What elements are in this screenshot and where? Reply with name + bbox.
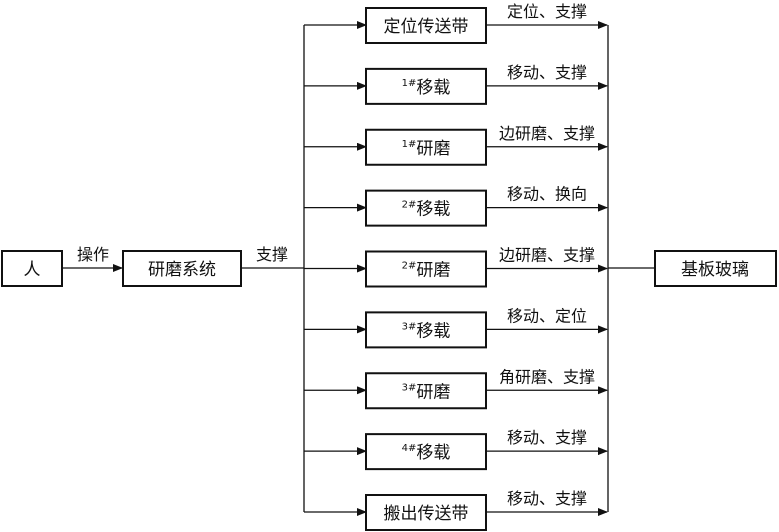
- component-row: 1#移载 移动、支撑: [304, 63, 608, 105]
- component-label: 3#研磨: [402, 382, 451, 402]
- component-row: 定位传送带 定位、支撑: [304, 2, 608, 44]
- component-function-label: 移动、支撑: [507, 489, 587, 508]
- component-name: 移载: [416, 321, 450, 341]
- component-number: 4#: [402, 443, 417, 454]
- component-function-label: 边研磨、支撑: [499, 124, 595, 143]
- component-label: 1#移载: [402, 78, 451, 98]
- component-label: 4#移载: [402, 443, 451, 463]
- system-label: 研磨系统: [148, 260, 216, 280]
- component-name: 定位传送带: [384, 17, 469, 37]
- component-number: 3#: [402, 321, 417, 332]
- component-row: 2#移载 移动、换向: [304, 185, 608, 227]
- component-label: 2#移载: [402, 200, 451, 220]
- component-function-label: 移动、支撑: [507, 428, 587, 447]
- component-label: 搬出传送带: [384, 504, 469, 524]
- component-function-label: 移动、支撑: [507, 63, 587, 82]
- component-name: 研磨: [416, 261, 450, 281]
- component-name: 研磨: [416, 382, 450, 402]
- component-function-label: 定位、支撑: [507, 2, 587, 21]
- support-edge-label: 支撑: [256, 245, 288, 264]
- component-rows: 定位传送带定位、支撑1#移载移动、支撑1#研磨边研磨、支撑2#移载移动、换向2#…: [304, 2, 608, 531]
- component-number: 1#: [402, 139, 417, 150]
- component-label: 1#研磨: [402, 139, 451, 159]
- component-function-label: 移动、定位: [507, 306, 587, 325]
- component-row: 3#研磨 角研磨、支撑: [304, 367, 608, 410]
- component-row: 4#移载 移动、支撑: [304, 428, 608, 471]
- person-node: 人: [1, 250, 63, 287]
- component-box: [365, 250, 487, 288]
- component-function-label: 边研磨、支撑: [499, 246, 595, 265]
- component-number: 3#: [402, 382, 417, 393]
- component-number: 2#: [402, 261, 417, 272]
- component-number: 1#: [402, 78, 417, 89]
- component-name: 研磨: [416, 139, 450, 159]
- component-label: 定位传送带: [384, 17, 469, 37]
- component-label: 2#研磨: [402, 261, 451, 281]
- component-label: 3#移载: [402, 321, 451, 341]
- component-function-label: 角研磨、支撑: [499, 367, 595, 386]
- component-box: [365, 128, 487, 166]
- component-name: 移载: [416, 78, 450, 98]
- component-box: [365, 189, 487, 227]
- system-node: 研磨系统: [122, 250, 242, 287]
- component-row: 3#移载 移动、定位: [304, 306, 608, 349]
- component-row: 搬出传送带 移动、支撑: [304, 489, 608, 531]
- component-box: [365, 311, 487, 349]
- component-name: 移载: [416, 200, 450, 220]
- target-label: 基板玻璃: [681, 260, 749, 280]
- target-node: 基板玻璃: [654, 250, 777, 287]
- component-box: [365, 7, 487, 44]
- component-number: 2#: [402, 200, 417, 211]
- person-label: 人: [24, 260, 41, 280]
- component-box: [365, 372, 487, 410]
- component-function-label: 移动、换向: [507, 185, 587, 204]
- component-row: 1#研磨 边研磨、支撑: [304, 124, 608, 166]
- operate-edge-label: 操作: [77, 245, 109, 264]
- component-box: [365, 433, 487, 471]
- component-row: 2#研磨 边研磨、支撑: [304, 246, 608, 288]
- component-box: [365, 494, 487, 531]
- component-name: 移载: [416, 443, 450, 463]
- component-name: 搬出传送带: [384, 504, 469, 524]
